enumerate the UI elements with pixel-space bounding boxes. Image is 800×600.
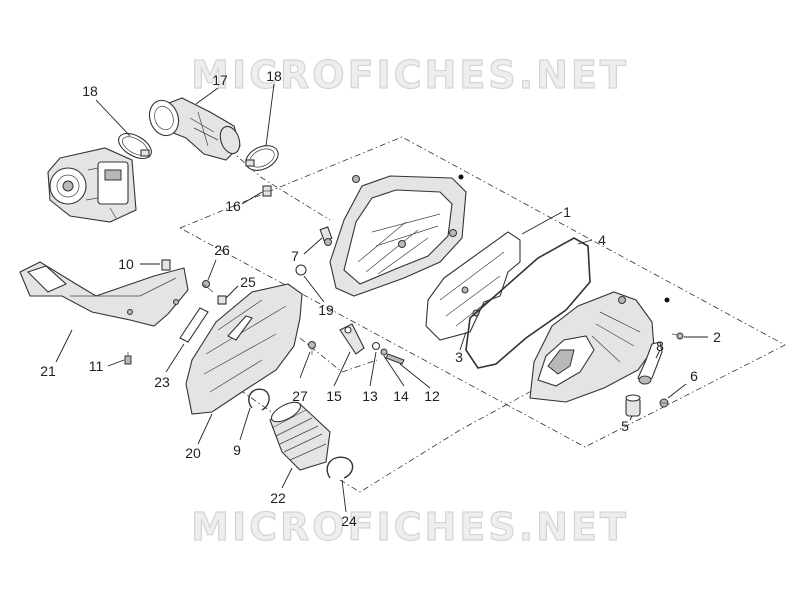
strip-23 <box>179 307 209 343</box>
label-11: 11 <box>89 358 104 374</box>
label-4: 4 <box>598 232 606 248</box>
screw-27 <box>308 341 316 355</box>
label-2: 2 <box>713 329 721 345</box>
label-8: 8 <box>656 338 664 354</box>
label-18-right: 18 <box>266 68 282 84</box>
label-16: 16 <box>225 198 241 214</box>
label-26: 26 <box>214 242 230 258</box>
label-7: 7 <box>291 248 299 264</box>
label-15: 15 <box>326 388 342 404</box>
label-3: 3 <box>455 349 463 365</box>
circlip-9 <box>248 388 270 411</box>
label-27: 27 <box>292 388 308 404</box>
nut-14 <box>380 348 388 356</box>
air-box-base <box>324 175 467 297</box>
assembly-boundary <box>179 136 786 448</box>
label-25: 25 <box>240 274 256 290</box>
marker-dot-top <box>458 174 464 180</box>
intake-duct-cover <box>185 283 303 415</box>
washer-13 <box>371 341 381 351</box>
bracket-15 <box>339 323 365 355</box>
label-18-left: 18 <box>82 83 98 99</box>
label-19: 19 <box>318 302 334 318</box>
intake-manifold <box>148 97 241 161</box>
label-24: 24 <box>341 513 357 529</box>
screw-2 <box>671 332 684 340</box>
watermark-top: MICROFICHES.NET <box>191 53 629 97</box>
label-12: 12 <box>424 388 440 404</box>
label-22: 22 <box>270 490 286 506</box>
screw-6 <box>659 398 669 408</box>
label-20: 20 <box>185 445 201 461</box>
clip-16 <box>262 185 272 197</box>
hose-clamp-right <box>245 145 279 171</box>
label-9: 9 <box>233 442 241 458</box>
drain-plug-5 <box>625 394 641 417</box>
part-labels: 1 2 3 4 5 6 7 8 9 10 11 12 13 14 15 16 1… <box>40 68 721 529</box>
o-ring-19 <box>295 264 307 276</box>
hose-clamp-left <box>118 132 152 160</box>
screw-11 <box>124 352 132 365</box>
label-17: 17 <box>212 72 228 88</box>
clip-10 <box>161 259 171 271</box>
alignment-line-middle <box>299 337 378 373</box>
label-14: 14 <box>393 388 409 404</box>
air-box-cover <box>529 291 655 403</box>
alignment-line-lower <box>339 381 549 493</box>
drain-cap <box>638 375 652 385</box>
label-10: 10 <box>118 256 134 272</box>
watermark-bottom: MICROFICHES.NET <box>191 505 629 549</box>
intake-bellows-22 <box>269 401 331 471</box>
mounting-bracket-21 <box>19 261 189 327</box>
throttle-body <box>47 147 137 223</box>
seal-gasket <box>465 237 591 369</box>
circlip-24 <box>326 456 354 479</box>
marker-dot-right <box>664 297 670 303</box>
alignment-line-upper <box>229 149 331 221</box>
label-13: 13 <box>362 388 378 404</box>
screw-26 <box>202 280 214 293</box>
label-1: 1 <box>563 204 571 220</box>
label-23: 23 <box>154 374 170 390</box>
label-21: 21 <box>40 363 56 379</box>
bolt-12 <box>385 353 405 365</box>
label-6: 6 <box>690 368 698 384</box>
label-5: 5 <box>621 418 629 434</box>
clip-25 <box>217 295 227 305</box>
leader-lines <box>55 83 708 513</box>
